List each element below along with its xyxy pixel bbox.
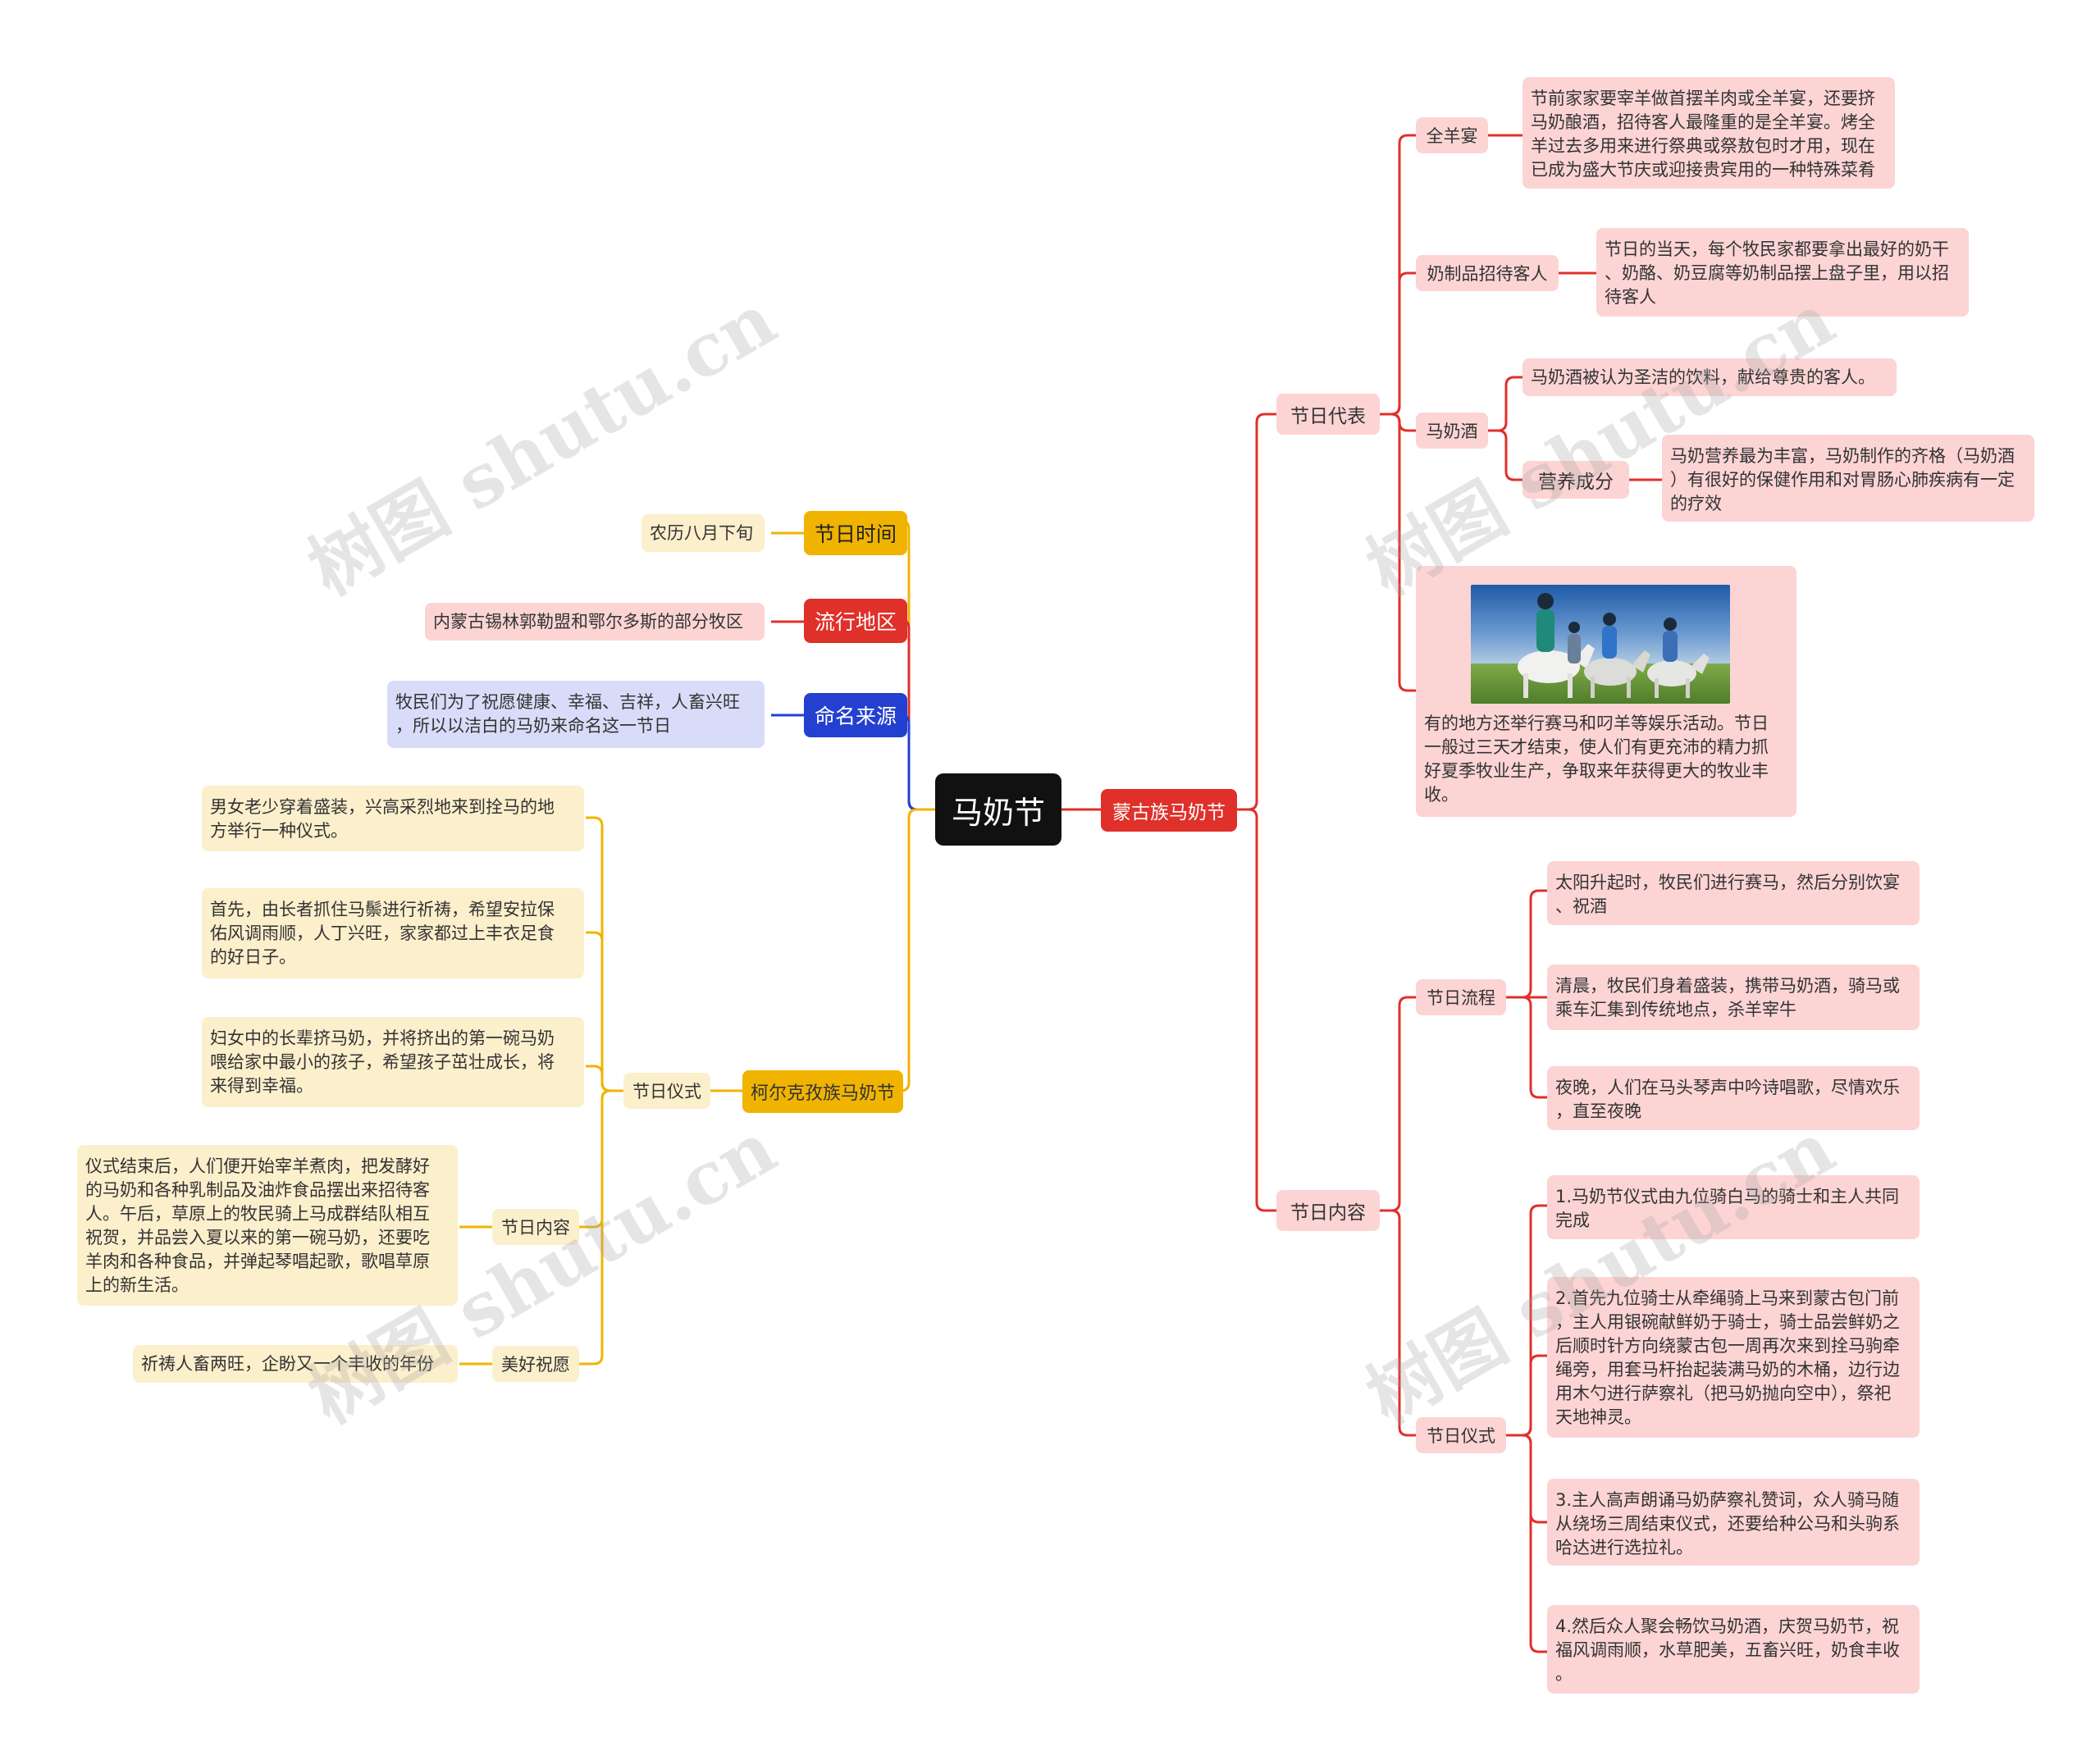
- horse-racing-photo: [1471, 585, 1730, 704]
- ceremony-item[interactable]: 4.然后众人聚会畅饮马奶酒，庆贺马奶节，祝 福风调雨顺，水草肥美，五畜兴旺，奶食…: [1547, 1605, 1920, 1694]
- flow-text-3: 夜晚，人们在马头琴声中吟诗唱歌，尽情欢乐 ，直至夜晚: [1555, 1078, 1900, 1121]
- root-node[interactable]: 马奶节: [935, 773, 1061, 846]
- hub-festival-time[interactable]: 节日时间: [804, 511, 907, 555]
- rep-wine[interactable]: 马奶酒: [1416, 413, 1488, 449]
- flow-text-1: 太阳升起时，牧民们进行赛马，然后分别饮宴 、祝酒: [1555, 873, 1900, 916]
- ceremony-text-3: 3.主人高声朗诵马奶萨察礼赞词，众人骑马随 从绕场三周结束仪式，还要给种公马和头…: [1555, 1490, 1900, 1557]
- ceremony-item[interactable]: 2.首先九位骑士从牵绳骑上马来到蒙古包门前 ，主人用银碗献鲜奶于骑士，骑士品尝鲜…: [1547, 1277, 1920, 1438]
- kazakh-content[interactable]: 节日内容: [492, 1209, 579, 1245]
- wine-nutrition-label: 营养成分: [1538, 472, 1614, 493]
- rep-activity-text-box: 有的地方还举行赛马和叼羊等娱乐活动。节日 一般过三天才结束，使人们有更充沛的精力…: [1416, 712, 1796, 807]
- root-label: 马奶节: [951, 794, 1045, 831]
- kazakh-wish-label: 美好祝愿: [501, 1355, 570, 1375]
- hub-region[interactable]: 流行地区: [804, 599, 907, 643]
- rep-dairy-text-box[interactable]: 节日的当天，每个牧民家都要拿出最好的奶干 、奶酪、奶豆腐等奶制品摆上盘子里，用以…: [1596, 228, 1969, 317]
- ceremony-item[interactable]: 3.主人高声朗诵马奶萨察礼赞词，众人骑马随 从绕场三周结束仪式，还要给种公马和头…: [1547, 1479, 1920, 1566]
- flow-item[interactable]: 夜晚，人们在马头琴声中吟诗唱歌，尽情欢乐 ，直至夜晚: [1547, 1066, 1920, 1130]
- ceremony-text-1: 1.马奶节仪式由九位骑白马的骑士和主人共同 完成: [1555, 1187, 1900, 1230]
- kazakh-ceremony[interactable]: 节日仪式: [623, 1073, 710, 1109]
- kazakh-content-label: 节日内容: [501, 1218, 570, 1238]
- flow-item[interactable]: 清晨，牧民们身着盛装，携带马奶酒，骑马或 乘车汇集到传统地点，杀羊宰牛: [1547, 964, 1920, 1030]
- kazakh-ceremony-text-3: 妇女中的长辈挤马奶，并将挤出的第一碗马奶 喂给家中最小的孩子，希望孩子茁壮成长，…: [210, 1028, 555, 1096]
- rep-lamb-text: 节前家家要宰羊做首摆羊肉或全羊宴，还要挤 马奶酿酒，招待客人最隆重的是全羊宴。烤…: [1531, 89, 1875, 180]
- kazakh-wish-text-box[interactable]: 祈祷人畜两旺，企盼又一个丰收的年份: [133, 1345, 458, 1383]
- rep-lamb-label: 全羊宴: [1426, 126, 1478, 146]
- naming-text: 牧民们为了祝愿健康、幸福、吉祥，人畜兴旺 ，所以以洁白的马奶来命名这一节日: [395, 692, 740, 736]
- kazakh-ceremony-text-2: 首先，由长者抓住马鬃进行祈祷，希望安拉保 佑风调雨顺，人丁兴旺，家家都过上丰衣足…: [210, 900, 555, 967]
- kazakh-content-text: 仪式结束后，人们便开始宰羊煮肉，把发酵好 的马奶和各种乳制品及油炸食品摆出来招待…: [85, 1156, 430, 1295]
- content-flow[interactable]: 节日流程: [1416, 979, 1506, 1015]
- rep-activity-text: 有的地方还举行赛马和叼羊等娱乐活动。节日 一般过三天才结束，使人们有更充沛的精力…: [1424, 714, 1769, 805]
- ceremony-item[interactable]: 1.马奶节仪式由九位骑白马的骑士和主人共同 完成: [1547, 1175, 1920, 1239]
- kazakh-content-text-box[interactable]: 仪式结束后，人们便开始宰羊煮肉，把发酵好 的马奶和各种乳制品及油炸食品摆出来招待…: [77, 1145, 458, 1306]
- rep-wine-text: 马奶酒被认为圣洁的饮料，献给尊贵的客人。: [1531, 367, 1875, 387]
- hub-mongol-festival[interactable]: 蒙古族马奶节: [1101, 789, 1237, 832]
- rep-wine-text-box[interactable]: 马奶酒被认为圣洁的饮料，献给尊贵的客人。: [1522, 358, 1897, 396]
- hub-naming-label: 命名来源: [814, 705, 897, 728]
- flow-text-2: 清晨，牧民们身着盛装，携带马奶酒，骑马或 乘车汇集到传统地点，杀羊宰牛: [1555, 976, 1900, 1019]
- wine-nutrition-text-box[interactable]: 马奶营养最为丰富，马奶制作的齐格（马奶酒 ）有很好的保健作用和对胃肠心肺疾病有一…: [1662, 435, 2034, 522]
- rep-lamb[interactable]: 全羊宴: [1416, 117, 1488, 153]
- hub-kazakh-festival[interactable]: 柯尔克孜族马奶节: [742, 1070, 903, 1113]
- mongol-content-label: 节日内容: [1290, 1202, 1366, 1224]
- kazakh-ceremony-item[interactable]: 男女老少穿着盛装，兴高采烈地来到拴马的地 方举行一种仪式。: [202, 786, 584, 851]
- leaf-region[interactable]: 内蒙古锡林郭勒盟和鄂尔多斯的部分牧区: [425, 603, 765, 641]
- kazakh-wish[interactable]: 美好祝愿: [492, 1346, 579, 1382]
- mongol-rep-label: 节日代表: [1290, 406, 1366, 427]
- mongol-rep[interactable]: 节日代表: [1276, 394, 1380, 435]
- hub-festival-time-label: 节日时间: [814, 522, 897, 546]
- kazakh-ceremony-label: 节日仪式: [632, 1082, 701, 1101]
- kazakh-ceremony-item[interactable]: 首先，由长者抓住马鬃进行祈祷，希望安拉保 佑风调雨顺，人丁兴旺，家家都过上丰衣足…: [202, 888, 584, 978]
- region-text: 内蒙古锡林郭勒盟和鄂尔多斯的部分牧区: [433, 611, 743, 632]
- hub-kazakh-label: 柯尔克孜族马奶节: [750, 1083, 895, 1104]
- rep-lamb-text-box[interactable]: 节前家家要宰羊做首摆羊肉或全羊宴，还要挤 马奶酿酒，招待客人最隆重的是全羊宴。烤…: [1522, 77, 1895, 189]
- hub-region-label: 流行地区: [814, 610, 897, 634]
- rep-dairy-label: 奶制品招待客人: [1427, 264, 1548, 284]
- flow-item[interactable]: 太阳升起时，牧民们进行赛马，然后分别饮宴 、祝酒: [1547, 861, 1920, 925]
- rep-wine-label: 马奶酒: [1426, 422, 1478, 441]
- hub-mongol-label: 蒙古族马奶节: [1112, 802, 1226, 823]
- content-ceremony-label: 节日仪式: [1427, 1426, 1495, 1446]
- leaf-naming[interactable]: 牧民们为了祝愿健康、幸福、吉祥，人畜兴旺 ，所以以洁白的马奶来命名这一节日: [387, 681, 765, 748]
- content-flow-label: 节日流程: [1427, 988, 1495, 1008]
- ceremony-text-4: 4.然后众人聚会畅饮马奶酒，庆贺马奶节，祝 福风调雨顺，水草肥美，五畜兴旺，奶食…: [1555, 1616, 1900, 1684]
- rep-dairy[interactable]: 奶制品招待客人: [1416, 255, 1559, 291]
- content-ceremony[interactable]: 节日仪式: [1416, 1417, 1506, 1453]
- mongol-content[interactable]: 节日内容: [1276, 1190, 1380, 1231]
- festival-time-text: 农历八月下旬: [650, 522, 753, 543]
- kazakh-wish-text: 祈祷人畜两旺，企盼又一个丰收的年份: [141, 1353, 434, 1374]
- leaf-festival-time[interactable]: 农历八月下旬: [641, 514, 765, 552]
- ceremony-text-2: 2.首先九位骑士从牵绳骑上马来到蒙古包门前 ，主人用银碗献鲜奶于骑士，骑士品尝鲜…: [1555, 1288, 1900, 1427]
- kazakh-ceremony-text-1: 男女老少穿着盛装，兴高采烈地来到拴马的地 方举行一种仪式。: [210, 797, 555, 841]
- wine-nutrition-text: 马奶营养最为丰富，马奶制作的齐格（马奶酒 ）有很好的保健作用和对胃肠心肺疾病有一…: [1670, 446, 2015, 513]
- kazakh-ceremony-item[interactable]: 妇女中的长辈挤马奶，并将挤出的第一碗马奶 喂给家中最小的孩子，希望孩子茁壮成长，…: [202, 1017, 584, 1107]
- rep-dairy-text: 节日的当天，每个牧民家都要拿出最好的奶干 、奶酪、奶豆腐等奶制品摆上盘子里，用以…: [1605, 239, 1949, 307]
- hub-naming[interactable]: 命名来源: [804, 693, 907, 737]
- wine-nutrition[interactable]: 营养成分: [1522, 461, 1629, 499]
